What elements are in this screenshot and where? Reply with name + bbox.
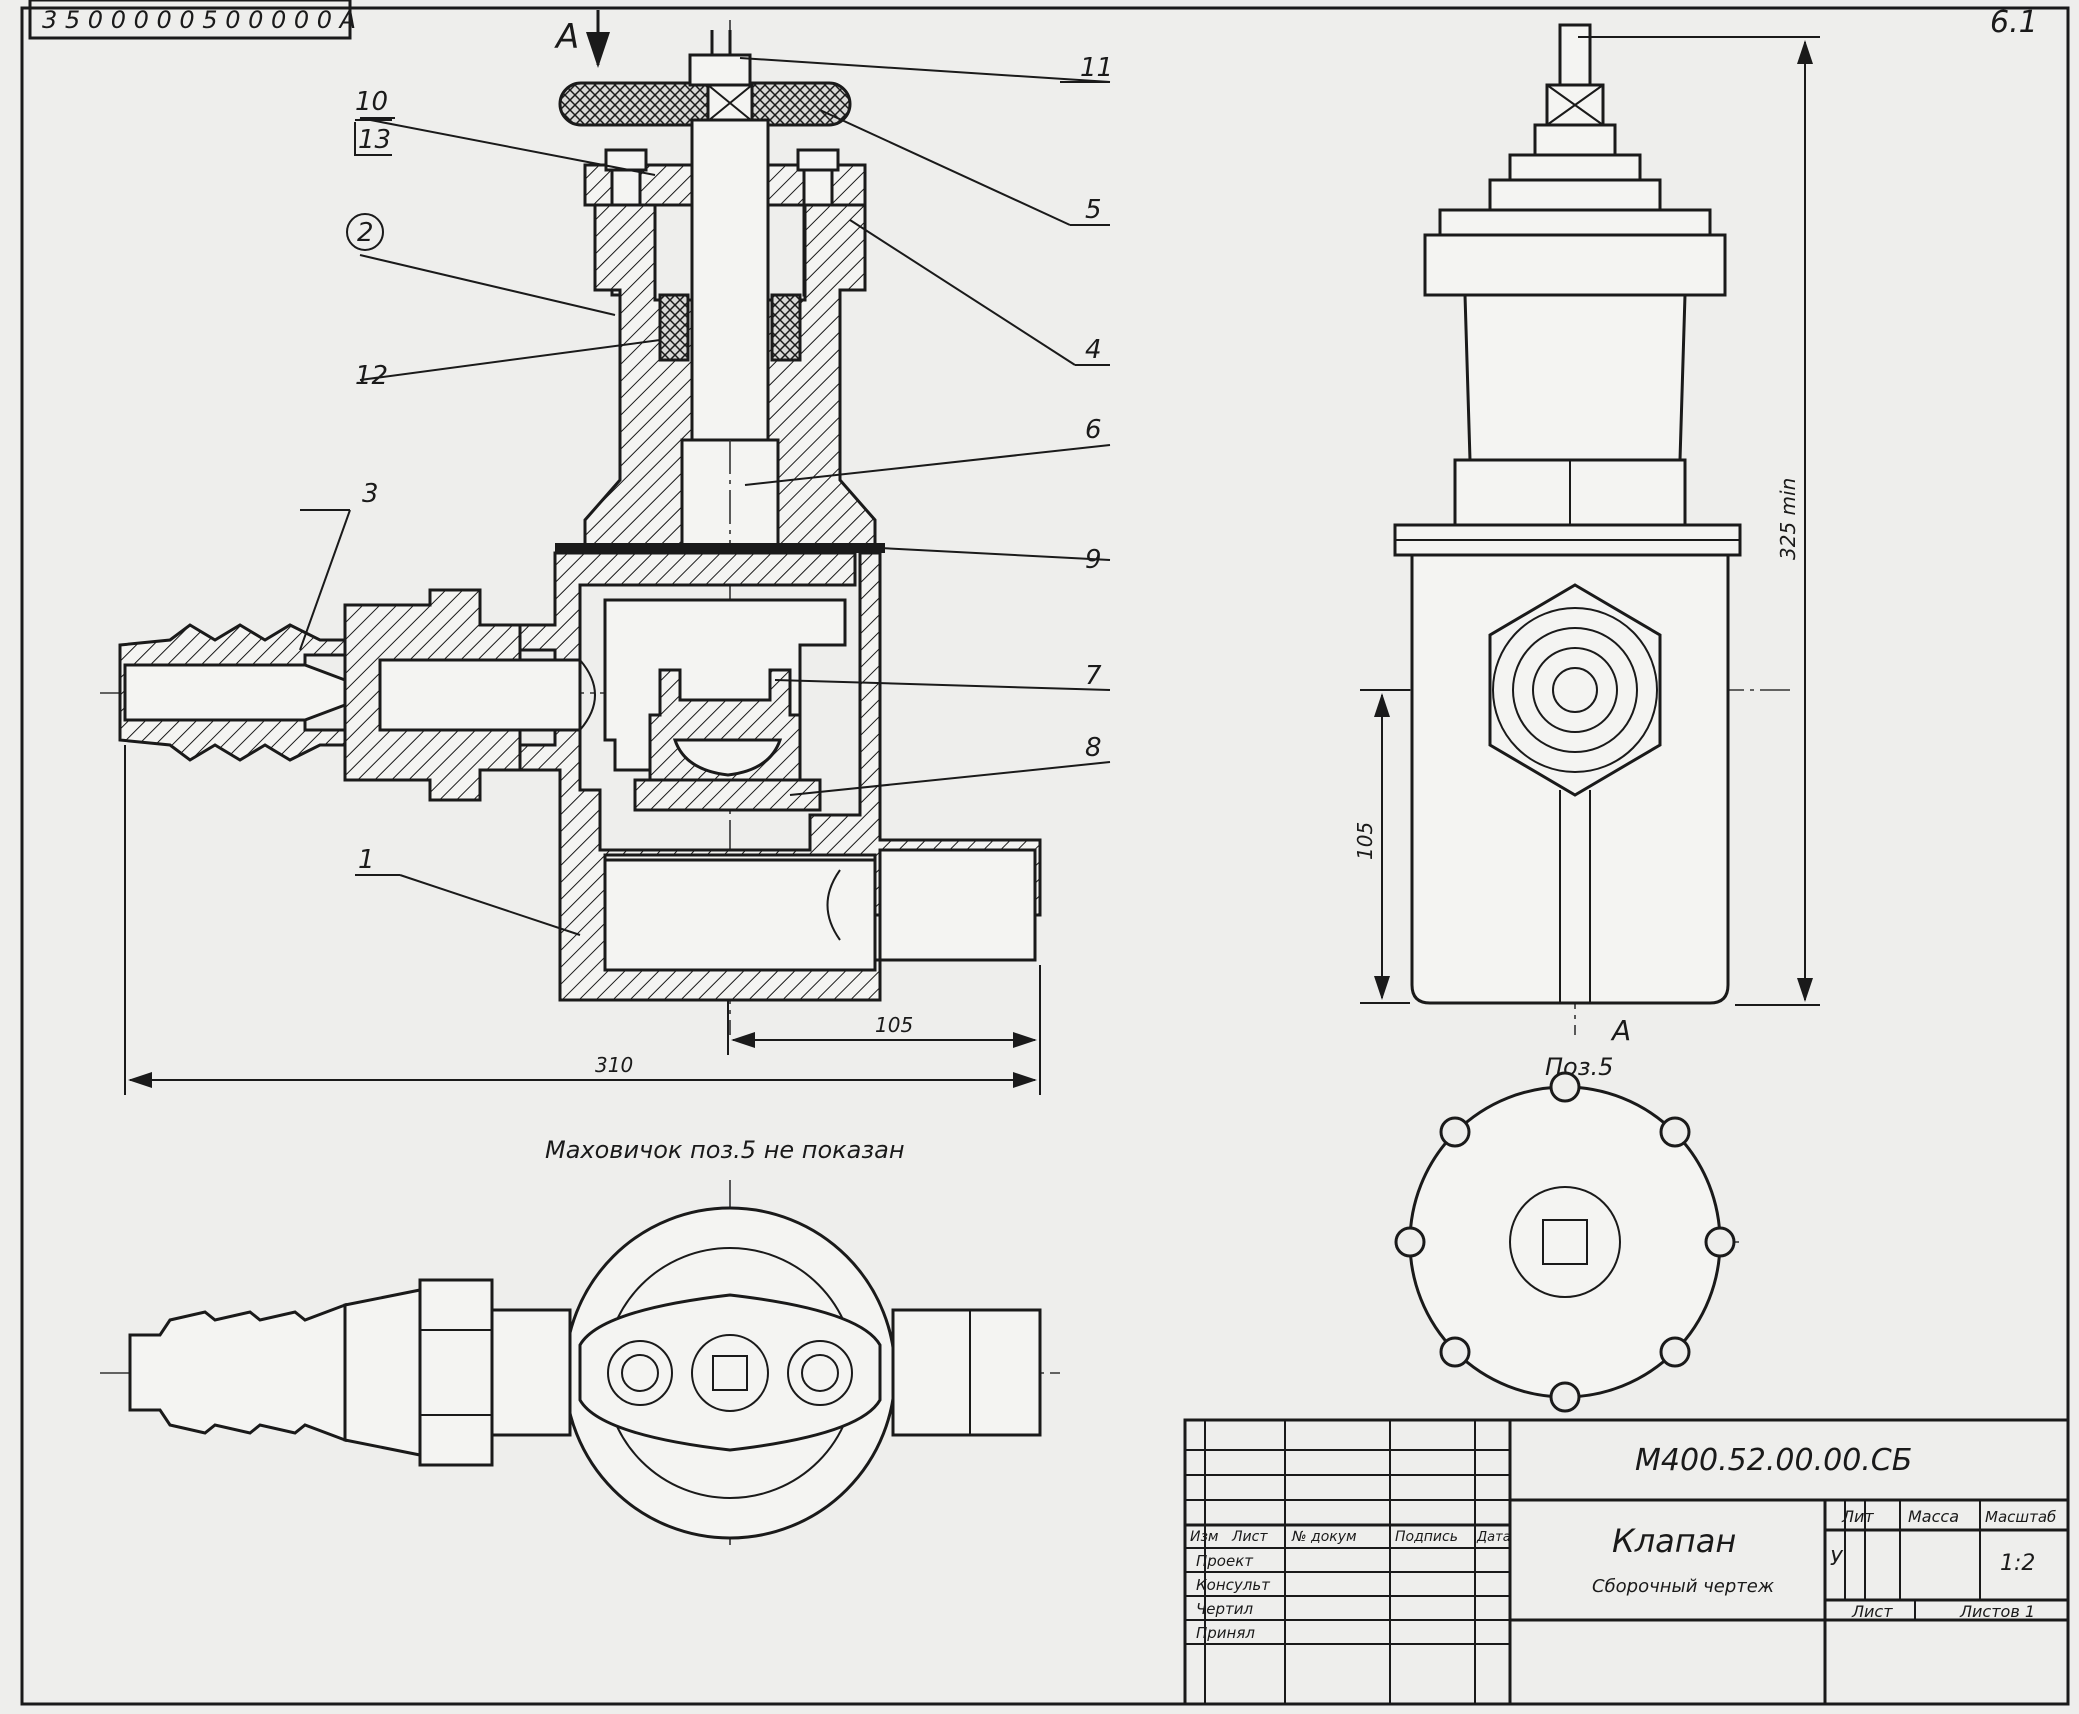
top-left-stamp bbox=[28, 0, 352, 40]
tb-sheets-label: Листов 1 bbox=[1959, 1602, 2035, 1621]
tb-lit-value: У bbox=[1830, 1546, 1844, 1570]
tb-col-data: Дата bbox=[1476, 1530, 1511, 1545]
drawing-name: Клапан bbox=[1612, 1522, 1736, 1560]
callout-5: 5 bbox=[1085, 195, 1102, 225]
callout-7: 7 bbox=[1085, 661, 1102, 691]
view-mark-side: A bbox=[1610, 1014, 1631, 1047]
callout-10: 10 bbox=[355, 87, 388, 117]
tb-sheet-label: Лист bbox=[1851, 1602, 1893, 1621]
callout-4: 4 bbox=[1085, 335, 1102, 365]
callout-leaders bbox=[299, 57, 1111, 936]
callout-12: 12 bbox=[355, 361, 388, 391]
callout-2: 2 bbox=[357, 218, 374, 248]
tb-col-list: Лист bbox=[1231, 1529, 1268, 1545]
handwheel-note: Маховичок поз.5 не показан bbox=[545, 1136, 905, 1164]
tb-row-chertil: Чертил bbox=[1196, 1600, 1254, 1618]
tb-row-konsult: Консульт bbox=[1196, 1576, 1271, 1594]
tb-lit-label: Лит bbox=[1841, 1507, 1874, 1526]
callout-1: 1 bbox=[358, 845, 375, 875]
callout-3: 3 bbox=[362, 479, 379, 509]
callout-9: 9 bbox=[1085, 545, 1102, 575]
tb-scale-label: Масштаб bbox=[1985, 1508, 2056, 1526]
side-view: 325 min 105 A bbox=[1353, 23, 1820, 1047]
callout-11: 11 bbox=[1080, 53, 1113, 83]
tb-col-dokum: № докум bbox=[1291, 1529, 1357, 1545]
dim-total-height: 325 min bbox=[1776, 478, 1800, 560]
drawing-code: М400.52.00.00.СБ bbox=[1635, 1443, 1912, 1478]
callout-13: 13 bbox=[358, 125, 391, 155]
top-left-stamp-text: 3 5 0 0 0 0 0 5 0 0 0 0 0 A bbox=[42, 6, 356, 34]
tb-col-podpis: Подпись bbox=[1395, 1529, 1458, 1545]
front-section-view: A bbox=[100, 10, 1111, 1095]
drawing-doc-type: Сборочный чертеж bbox=[1592, 1576, 1775, 1597]
tb-row-proekt: Проект bbox=[1196, 1552, 1254, 1570]
callout-8: 8 bbox=[1085, 733, 1102, 763]
sheet-number: 6.1 bbox=[1990, 5, 2038, 40]
handwheel-detail: Поз.5 bbox=[1394, 1053, 1740, 1413]
section-mark-top: A bbox=[554, 17, 579, 57]
dim-overall-length: 310 bbox=[595, 1053, 633, 1077]
callout-numbers: 11 10 13 5 2 4 12 6 3 9 7 8 1 bbox=[346, 53, 1113, 875]
top-view: Маховичок поз.5 не показан bbox=[100, 1136, 1060, 1545]
callout-6: 6 bbox=[1085, 415, 1102, 445]
dim-axis-height: 105 bbox=[1353, 822, 1377, 860]
dim-port-offset: 105 bbox=[875, 1013, 913, 1037]
tb-col-izm: Изм bbox=[1190, 1529, 1219, 1545]
tb-scale-value: 1:2 bbox=[2000, 1551, 2035, 1576]
title-block: Изм Лист № докум Подпись Дата Проект Кон… bbox=[1183, 1418, 2070, 1706]
tb-row-prinyal: Принял bbox=[1196, 1624, 1255, 1642]
sheet-frame bbox=[20, 6, 2070, 1706]
tb-mass-label: Масса bbox=[1908, 1507, 1959, 1526]
